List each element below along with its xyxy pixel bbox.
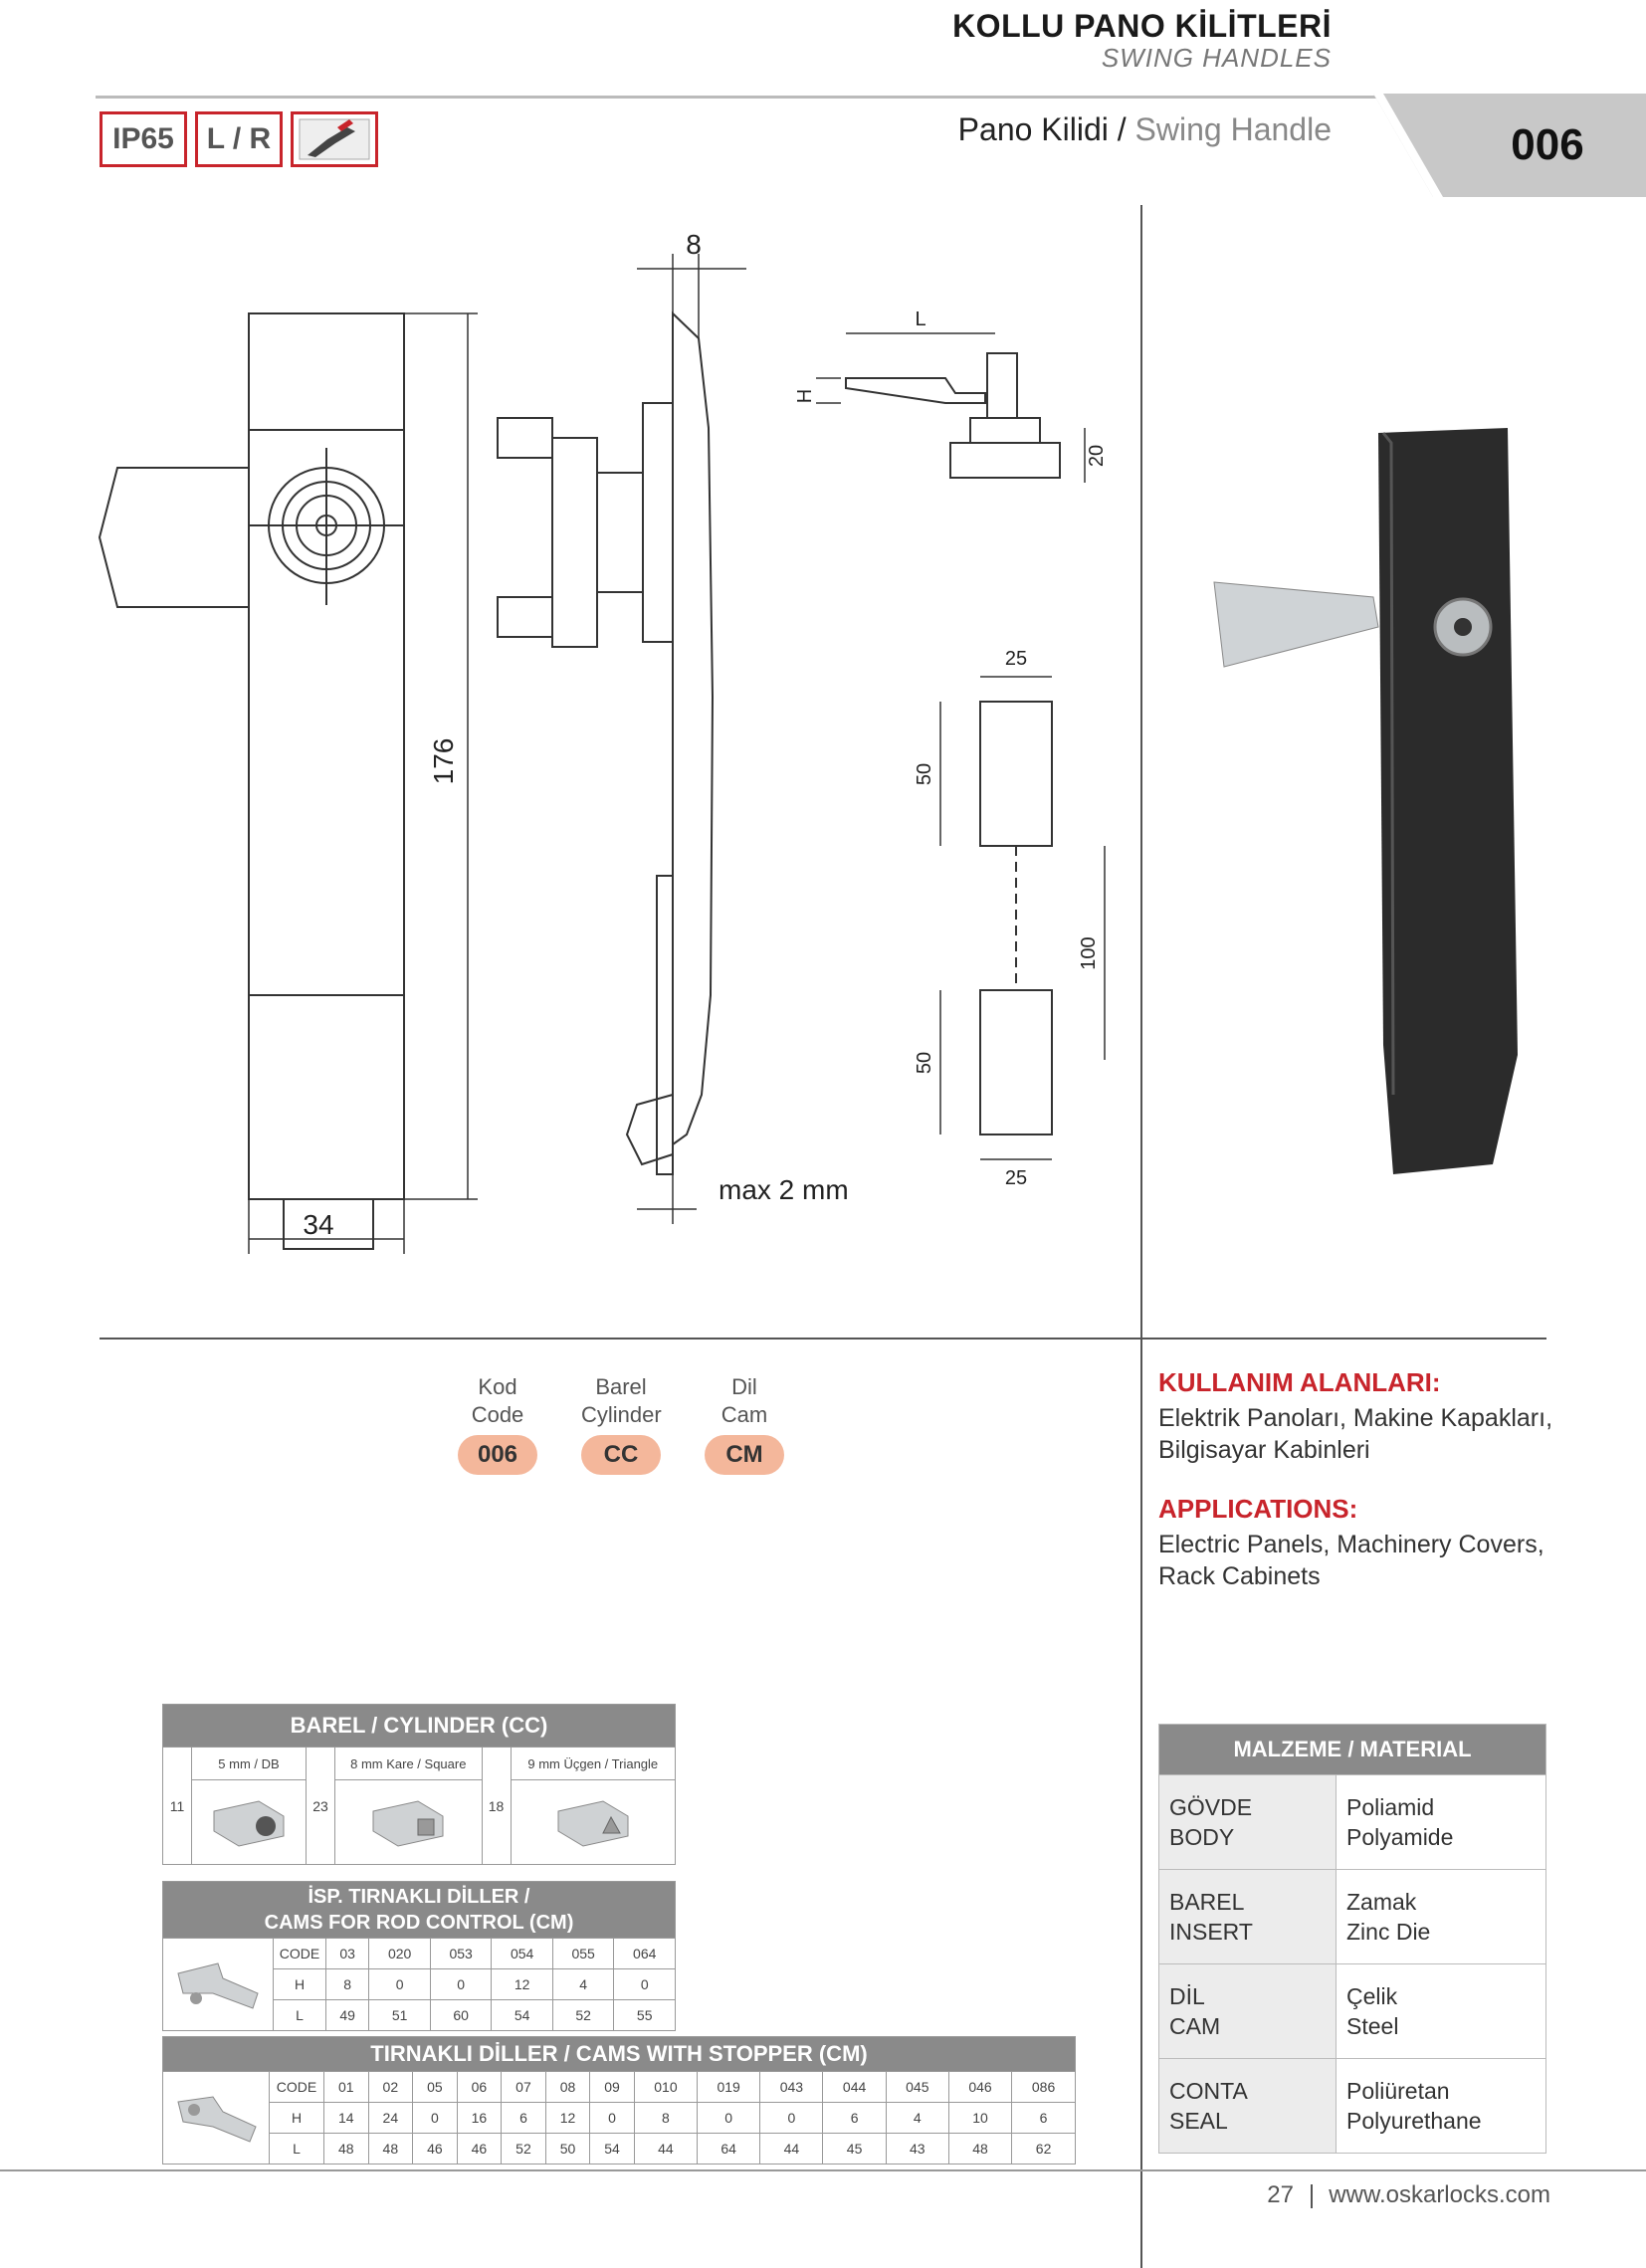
code-tab-shape <box>1373 94 1646 197</box>
usage-line1-tr: Elektrik Panoları, Makine Kapakları, <box>1158 1404 1553 1432</box>
product-photo <box>1213 428 1518 1174</box>
material-title: MALZEME / MATERIAL <box>1158 1724 1546 1775</box>
dim-cam-L: L <box>915 309 926 330</box>
usage-line2-en: Rack Cabinets <box>1158 1562 1321 1590</box>
footer-rule <box>0 2169 1646 2171</box>
product-name: Pano Kilidi / Swing Handle <box>957 111 1332 147</box>
product-name-tr: Pano Kilidi <box>957 111 1109 147</box>
dim-striker-w-top: 25 <box>1005 648 1027 670</box>
rod-cam-icon <box>177 1961 259 2009</box>
product-code-tab: 006 <box>1511 120 1584 169</box>
stopper-cams-table: TIRNAKLI DİLLER / CAMS WITH STOPPER (CM)… <box>162 2036 1076 2165</box>
dim-striker-gap: 100 <box>1078 936 1100 969</box>
footer-url[interactable]: www.oskarlocks.com <box>1329 2181 1550 2208</box>
cylinder-code: 23 <box>306 1747 335 1865</box>
side-view-profile <box>672 310 715 1146</box>
dim-striker-h-top: 50 <box>914 763 935 785</box>
cylinder-label: 5 mm / DB <box>191 1747 307 1780</box>
cylinder-code: 11 <box>162 1747 192 1865</box>
dim-max-gap: max 2 mm <box>719 1174 849 1205</box>
page-title-en: SWING HANDLES <box>1101 43 1332 73</box>
stopper-cam-image <box>162 2071 270 2165</box>
cylinder-table: BAREL / CYLINDER (CC) 11 5 mm / DB 23 8 … <box>162 1704 677 1865</box>
dim-height: 176 <box>428 738 459 785</box>
ip65-badge: IP65 <box>100 111 187 167</box>
technical-drawing: 34 176 8 max 2 mm L H 20 25 50 100 50 25 <box>98 229 1518 1254</box>
section-divider <box>100 1338 1546 1340</box>
cylinder-pill: CC <box>581 1435 661 1475</box>
usage-title-tr: KULLANIM ALANLARI: <box>1158 1367 1441 1397</box>
rod-cams-title: İSP. TIRNAKLI DİLLER /CAMS FOR ROD CONTR… <box>162 1881 676 1939</box>
cylinder-square-image <box>334 1779 483 1865</box>
dim-striker-w-bottom: 25 <box>1005 1167 1027 1189</box>
order-code-cylinder: Barel Cylinder CC <box>581 1373 662 1475</box>
header-title-block: KOLLU PANO KİLİTLERİ SWING HANDLES <box>952 8 1332 74</box>
order-code-cam: Dil Cam CM <box>705 1373 784 1475</box>
dim-cam-20: 20 <box>1086 445 1108 467</box>
column-divider <box>1140 205 1142 2268</box>
mounting-badge <box>291 111 378 167</box>
ip65-label: IP65 <box>112 122 174 155</box>
dim-striker-h-bottom: 50 <box>914 1052 935 1074</box>
page-title-tr: KOLLU PANO KİLİTLERİ <box>952 8 1332 44</box>
order-code: Kod Code 006 Barel Cylinder CC Dil Cam C… <box>458 1373 786 1475</box>
db-insert-icon <box>213 1799 285 1847</box>
cylinder-table-title: BAREL / CYLINDER (CC) <box>162 1704 676 1748</box>
header-rule <box>96 96 1379 99</box>
page-number: 27 <box>1267 2181 1294 2208</box>
striker-top <box>979 701 1053 847</box>
product-name-en: Swing Handle <box>1134 111 1332 147</box>
lr-label: L / R <box>206 122 272 155</box>
cylinder-label: 8 mm Kare / Square <box>334 1747 483 1780</box>
rod-cams-table: İSP. TIRNAKLI DİLLER /CAMS FOR ROD CONTR… <box>162 1881 676 2031</box>
cylinder-triangle-image <box>510 1779 677 1865</box>
cam-pill: CM <box>705 1435 784 1475</box>
triangle-insert-icon <box>557 1799 629 1847</box>
rod-cam-image <box>162 1938 274 2031</box>
cylinder-code: 18 <box>481 1747 512 1865</box>
panel-mount-icon <box>299 118 370 160</box>
striker-bottom <box>979 989 1053 1135</box>
usage-block: KULLANIM ALANLARI: Elektrik Panoları, Ma… <box>1158 1367 1616 1592</box>
usage-line1-en: Electric Panels, Machinery Covers, <box>1158 1531 1544 1558</box>
code-pill: 006 <box>458 1435 537 1475</box>
front-view-body <box>248 312 405 1200</box>
dim-depth: 8 <box>686 229 702 260</box>
dim-cam-H: H <box>794 389 816 403</box>
stopper-cam-icon <box>177 2095 257 2143</box>
lr-badge: L / R <box>195 111 283 167</box>
usage-line2-tr: Bilgisayar Kabinleri <box>1158 1436 1370 1464</box>
stopper-cams-title: TIRNAKLI DİLLER / CAMS WITH STOPPER (CM) <box>162 2036 1076 2072</box>
square-insert-icon <box>372 1799 444 1847</box>
order-code-kod: Kod Code 006 <box>458 1373 537 1475</box>
cylinder-db-image <box>191 1779 307 1865</box>
usage-title-en: APPLICATIONS: <box>1158 1494 1358 1524</box>
dim-width: 34 <box>303 1209 333 1240</box>
cylinder-label: 9 mm Üçgen / Triangle <box>510 1747 677 1780</box>
footer: 27 www.oskarlocks.com <box>1267 2181 1550 2209</box>
